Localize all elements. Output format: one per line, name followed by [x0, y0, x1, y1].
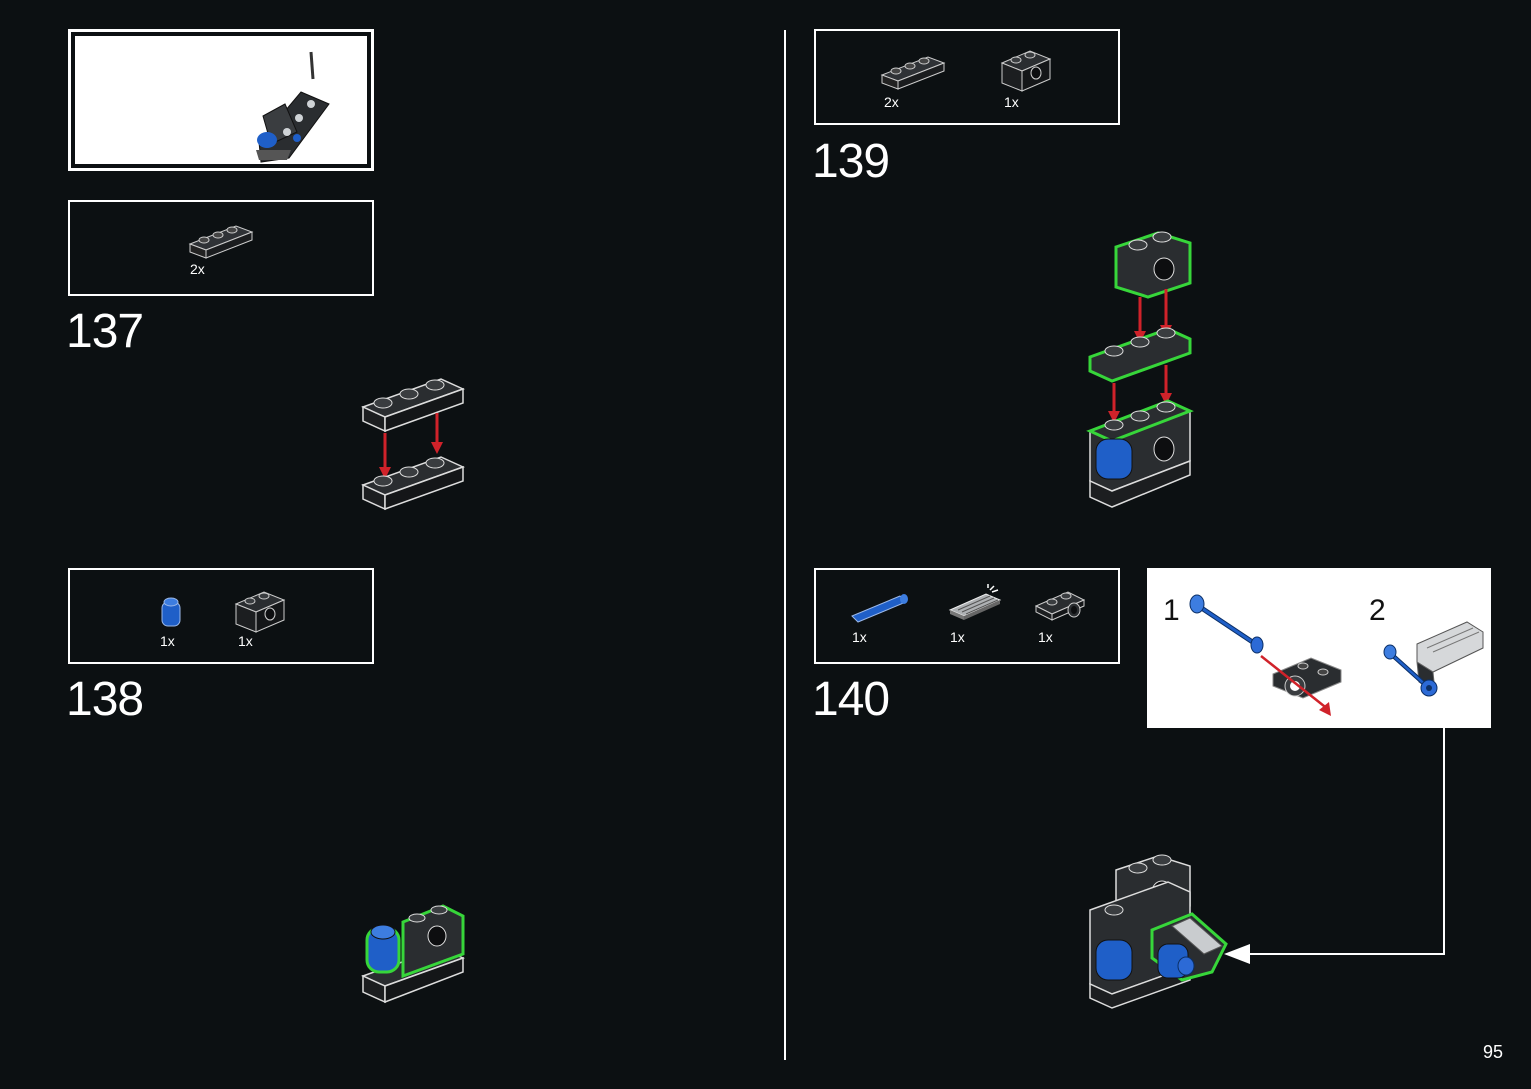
- part-qty: 1x: [852, 630, 867, 644]
- substep-2-illustration: [1383, 608, 1503, 718]
- step-number-137: 137: [66, 308, 143, 356]
- substep-1-illustration: [1183, 578, 1383, 728]
- step-number-139: 139: [812, 138, 889, 186]
- part-qty: 2x: [884, 95, 899, 109]
- parts-list-138: 1x 1x: [68, 568, 374, 664]
- step-140-build-illustration: [1082, 848, 1232, 998]
- technic-brick-top: [1116, 232, 1190, 297]
- part-qty: 1x: [950, 630, 965, 644]
- part-qty: 2x: [190, 262, 205, 276]
- part-qty: 1x: [1004, 95, 1019, 109]
- step-number-138: 138: [66, 676, 143, 724]
- assembled-subassembly-icon: [71, 32, 371, 168]
- overview-callout: [68, 29, 374, 171]
- page-divider: [784, 30, 786, 1060]
- technic-brick-1x2-icon: [1000, 43, 1056, 93]
- plate-1x3-bottom: [363, 457, 463, 509]
- round-brick-blue-icon: [158, 594, 188, 634]
- part-qty: 1x: [160, 634, 175, 648]
- parts-list-139: 2x 1x: [814, 29, 1120, 125]
- callout-connector: [1210, 726, 1450, 966]
- step-137-build-illustration: [355, 375, 475, 515]
- grille-tile-icon: [946, 584, 1006, 624]
- step-number-140: 140: [812, 676, 889, 724]
- step-138-build-illustration: [355, 898, 475, 1008]
- axle-pin-blue-icon: [848, 588, 912, 628]
- part-qty: 1x: [238, 634, 253, 648]
- step-139-build-illustration: [1082, 225, 1202, 515]
- base-assembly: [1090, 401, 1190, 507]
- technic-plate-hole-icon: [1034, 586, 1094, 626]
- page-number: 95: [1483, 1042, 1503, 1063]
- technic-brick-1x2-icon: [234, 584, 290, 634]
- part-qty: 1x: [1038, 630, 1053, 644]
- substep-number-1: 1: [1163, 596, 1180, 626]
- parts-list-137: 2x: [68, 200, 374, 296]
- substep-panel: 1 2: [1147, 568, 1491, 728]
- parts-list-140: 1x 1x 1x: [814, 568, 1120, 664]
- plate-1x3-top: [363, 379, 463, 431]
